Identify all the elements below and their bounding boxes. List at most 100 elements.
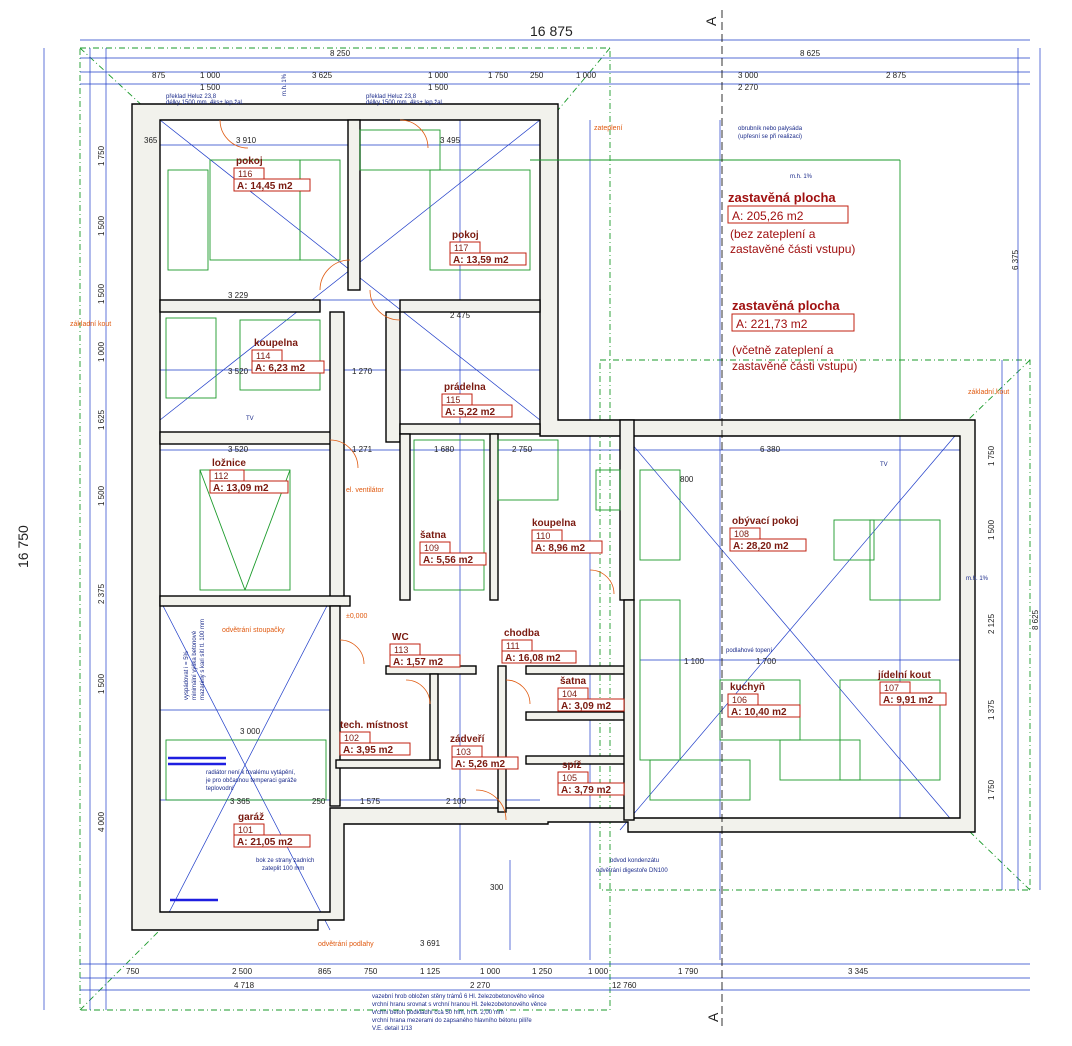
tv-label-2: TV [880,462,888,468]
room-num-106: 106 [732,695,747,705]
room-num-107: 107 [884,683,899,693]
room-name-114: koupelna [254,338,298,349]
dim-bot-12: 2 270 [470,981,491,990]
built-area-note-1b: zastavěné části vstupu) [730,242,855,256]
room-area-115: A: 5,22 m2 [445,407,495,418]
dim-left-9: 4 000 [97,811,106,832]
room-area-109: A: 5,56 m2 [423,555,473,566]
bottom-note-3: vrchní beton podkladní cca 50 mm, m.h. 2… [372,1010,504,1016]
stack-vent-note: odvětrání stoupačky [222,627,285,634]
room-name-104: šatna [560,676,587,687]
furniture [165,129,941,801]
dim-bot-3: 865 [318,967,332,976]
room-area-116: A: 14,45 m2 [237,181,293,192]
lintel-note-2b: délky 1500 mm, 4ks+ lep.žal. [366,100,444,106]
built-area-title-2: zastavěná plocha [732,298,840,313]
dim-top-7: 1 750 [488,71,509,80]
room-name-115: prádelna [444,382,486,393]
dim-top-6: 1 000 [428,71,449,80]
room-area-106: A: 10,40 m2 [731,707,787,718]
room-area-105: A: 3,79 m2 [561,785,611,796]
room-num-104: 104 [562,689,577,699]
dim-left-2: 1 500 [97,215,106,236]
built-area-title-1: zastavěná plocha [728,190,836,205]
dim-top-3: 875 [152,71,166,80]
room-name-111: chodba [504,628,540,639]
room-name-108: obývací pokoj [732,516,799,527]
condensate-note: odvod kondenzátu [610,858,659,864]
room-num-111: 111 [506,641,520,651]
room-num-105: 105 [562,773,577,783]
dim-right-4: 2 125 [987,613,996,634]
floor-vent-note: odvětrání podlahy [318,941,374,948]
dim-int-4: 2 475 [450,311,471,320]
room-area-112: A: 13,09 m2 [213,483,269,494]
section-mark-bottom: A [705,1012,721,1022]
room-num-109: 109 [424,543,439,553]
dim-bot-13: 12 760 [612,981,637,990]
left-dimension-texts: 1 750 1 500 1 500 1 000 1 625 1 500 2 37… [97,145,106,832]
room-num-110: 110 [536,531,550,541]
top-dimension-texts: 8 250 8 625 875 1 000 3 625 1 000 1 750 … [152,49,907,92]
room-area-107: A: 9,91 m2 [883,695,933,706]
dim-top-8: 250 [530,71,544,80]
room-num-117: 117 [454,243,468,253]
dim-top-2: 8 625 [800,49,821,58]
lintel-note-1b: délky 1500 mm, 4ks+ lep.žal. [166,100,244,106]
room-name-116: pokoj [236,156,263,167]
interior-dimensions: 3 910 3 495 3 229 2 475 3 520 1 270 3 52… [144,136,781,806]
bottom-note-1: vazební hrob obložen stěny trámů 6 Hl. ž… [372,993,545,1000]
dim-int-16: 1 700 [756,657,777,666]
dim-bot-1: 750 [126,967,140,976]
curb-note-b: (upřesní se při realizaci) [738,134,802,140]
room-name-107: jídelní kout [877,670,931,681]
side-insulation-note: bok ze strany zadních [256,858,314,864]
room-area-101: A: 21,05 m2 [237,837,293,848]
section-mark-top: A [703,16,719,26]
dim-int-3: 3 229 [228,291,249,300]
dim-right-5: 1 375 [987,699,996,720]
room-num-108: 108 [734,529,749,539]
dim-int-9: 1 680 [434,445,455,454]
dim-int-7: 3 520 [228,445,249,454]
dim-bot-2: 2 500 [232,967,253,976]
doors [219,119,615,821]
garage-floor-3: mazaniny s kari sítí tl. 100 mm [200,619,206,700]
room-area-117: A: 13,59 m2 [453,255,509,266]
built-area-value-1: A: 205,26 m2 [732,209,804,223]
room-num-101: 101 [238,825,253,835]
room-area-108: A: 28,20 m2 [733,541,789,552]
dim-int-2: 3 495 [440,136,461,145]
dim-bot-15: 300 [490,883,504,892]
room-num-112: 112 [214,471,228,481]
dim-right-1: 6 375 [1011,249,1020,270]
room-num-102: 102 [344,733,359,743]
dim-int-6: 1 270 [352,367,373,376]
garage-floor-1: vyspádovat i = 5% [184,650,190,700]
dim-int-1: 3 910 [236,136,257,145]
slope-note-2: m.h. 1% [966,576,989,582]
bottom-note-5: V.E. detail 1/13 [372,1026,413,1032]
dim-int-10: 2 750 [512,445,533,454]
slope-note-3: m.h. 1% [282,73,288,96]
dim-top-1: 8 250 [330,49,351,58]
dim-int-8: 1 271 [352,445,373,454]
radiator-note: radiátor není k trvalému vytápění, [206,770,295,776]
room-area-113: A: 1,57 m2 [393,657,443,668]
curb-note: obrubník nebo palysáda [738,126,803,132]
dim-int-18: 800 [680,475,694,484]
dim-int-12: 3 000 [240,727,261,736]
dim-bot-5: 1 125 [420,967,441,976]
ventilator-note: el. ventilátor [346,487,384,494]
room-num-103: 103 [456,747,471,757]
dim-int-13: 3 365 [230,797,251,806]
insulation-note: zateplení [594,125,622,132]
roof-outline [79,47,1031,1011]
dim-int-20: 250 [312,797,326,806]
room-num-115: 115 [446,395,460,405]
dim-int-5: 3 520 [228,367,249,376]
floor-level: ±0,000 [346,613,367,620]
room-name-117: pokoj [452,230,479,241]
total-width: 16 875 [530,23,573,39]
